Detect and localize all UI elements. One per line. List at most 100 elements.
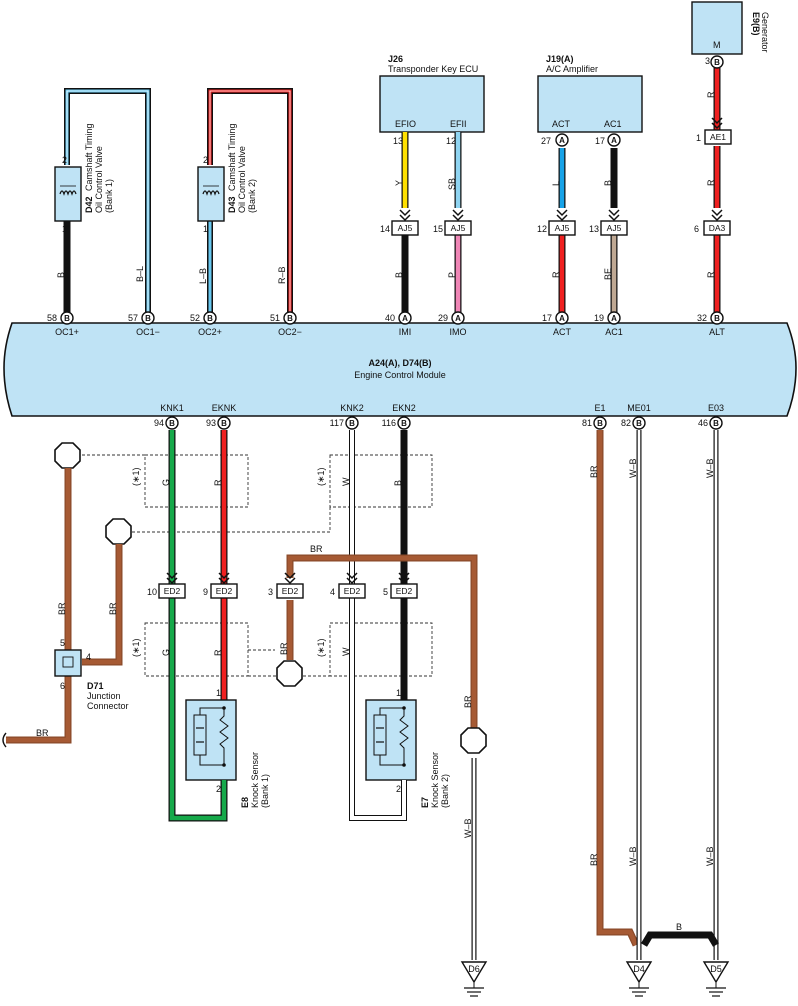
svg-text:B: B bbox=[287, 314, 293, 323]
d42-pin-1: 1 bbox=[62, 224, 67, 234]
svg-text:2: 2 bbox=[216, 784, 221, 794]
wire-label-sb: SB bbox=[447, 178, 457, 190]
wire-label-w2: W bbox=[341, 647, 351, 656]
svg-text:14: 14 bbox=[380, 224, 390, 234]
d42-pin-2: 2 bbox=[62, 155, 67, 165]
svg-text:OC1+: OC1+ bbox=[55, 327, 79, 337]
wire-label-br-e7: BR bbox=[463, 695, 473, 708]
svg-text:E9(B): E9(B) bbox=[751, 12, 761, 36]
svg-text:19: 19 bbox=[594, 313, 604, 323]
svg-text:Knock Sensor: Knock Sensor bbox=[250, 752, 260, 808]
svg-text:AJ5: AJ5 bbox=[607, 223, 622, 233]
wire-label-gen-3: R bbox=[706, 271, 716, 278]
svg-text:Connector: Connector bbox=[87, 701, 129, 711]
svg-text:27: 27 bbox=[541, 136, 551, 146]
svg-text:AJ5: AJ5 bbox=[451, 223, 466, 233]
wire-label-b2: B bbox=[603, 180, 613, 186]
svg-text:ACT: ACT bbox=[553, 327, 572, 337]
svg-text:ED2: ED2 bbox=[344, 586, 361, 596]
shield-note-3: (∗1) bbox=[131, 638, 141, 657]
svg-text:Junction: Junction bbox=[87, 691, 121, 701]
svg-text:AC1: AC1 bbox=[604, 119, 622, 129]
e7-label: E7 Knock Sensor (Bank 2) bbox=[420, 752, 450, 808]
svg-text:KNK1: KNK1 bbox=[160, 403, 184, 413]
wire-label-me01-wb2: W–B bbox=[628, 846, 638, 866]
svg-text:(Bank 2): (Bank 2) bbox=[440, 774, 450, 808]
svg-text:E03: E03 bbox=[708, 403, 724, 413]
wire-label-gen-1: R bbox=[706, 91, 716, 98]
j19-ac-amplifier: J19(A) A/C Amplifier ACT AC1 27 17 bbox=[537, 54, 643, 146]
svg-text:82: 82 bbox=[621, 418, 631, 428]
svg-text:(Bank 2): (Bank 2) bbox=[247, 179, 257, 213]
wire-label-p: P bbox=[447, 272, 457, 278]
svg-text:D6: D6 bbox=[468, 964, 480, 974]
j26-wires bbox=[401, 132, 462, 314]
ground-wires bbox=[596, 430, 720, 960]
svg-text:ED2: ED2 bbox=[216, 586, 233, 596]
d43-pin-1: 1 bbox=[203, 224, 208, 234]
svg-text:J19(A): J19(A) bbox=[546, 54, 574, 64]
wire-label-left-br2: BR bbox=[108, 602, 118, 615]
svg-text:81: 81 bbox=[582, 418, 592, 428]
svg-text:1: 1 bbox=[216, 688, 221, 698]
svg-text:EKN2: EKN2 bbox=[392, 403, 416, 413]
svg-text:117: 117 bbox=[330, 418, 344, 428]
svg-text:B: B bbox=[713, 419, 719, 428]
d43-label: D43 Camshaft Timing Oil Control Valve (B… bbox=[227, 123, 257, 213]
svg-text:B: B bbox=[207, 314, 213, 323]
svg-text:OC2+: OC2+ bbox=[198, 327, 222, 337]
svg-text:6: 6 bbox=[60, 681, 65, 691]
d43-valve: 2 1 bbox=[197, 155, 225, 234]
wire-label-b: B bbox=[394, 272, 404, 278]
svg-text:B: B bbox=[64, 314, 70, 323]
wire-label-r2: R bbox=[213, 649, 223, 656]
e8-knock-sensor: 1 2 bbox=[185, 688, 237, 794]
wire-label-br-top: BR bbox=[310, 544, 323, 554]
wire-label-d42-b: B bbox=[56, 272, 66, 278]
wire-label-e03-wb2: W–B bbox=[705, 846, 715, 866]
svg-text:D43: D43 bbox=[227, 196, 237, 213]
e9-generator: M 3 E9(B) Generator bbox=[691, 1, 770, 66]
svg-text:5: 5 bbox=[383, 587, 388, 597]
svg-text:57: 57 bbox=[128, 313, 138, 323]
left-br-wires bbox=[2, 468, 123, 748]
svg-text:AJ5: AJ5 bbox=[555, 223, 570, 233]
svg-text:ACT: ACT bbox=[552, 119, 571, 129]
e8-label: E8 Knock Sensor (Bank 1) bbox=[240, 752, 270, 808]
d42-wires bbox=[63, 88, 151, 314]
svg-text:A: A bbox=[559, 314, 565, 323]
svg-text:32: 32 bbox=[697, 313, 707, 323]
svg-text:93: 93 bbox=[206, 418, 216, 428]
svg-text:12: 12 bbox=[446, 136, 456, 146]
svg-text:EFIO: EFIO bbox=[395, 119, 416, 129]
svg-text:IMI: IMI bbox=[399, 327, 412, 337]
svg-text:KNK2: KNK2 bbox=[340, 403, 364, 413]
svg-text:ED2: ED2 bbox=[164, 586, 181, 596]
svg-text:2: 2 bbox=[396, 784, 401, 794]
svg-text:Camshaft Timing: Camshaft Timing bbox=[84, 123, 94, 191]
svg-text:(Bank 1): (Bank 1) bbox=[104, 179, 114, 213]
svg-text:IMO: IMO bbox=[450, 327, 467, 337]
wire-label-gen-2: R bbox=[706, 179, 716, 186]
wire-label-wb-d6: W–B bbox=[463, 818, 473, 838]
svg-text:J26: J26 bbox=[388, 54, 403, 64]
svg-text:13: 13 bbox=[589, 224, 599, 234]
j19-pin-circles: A A bbox=[555, 133, 621, 147]
svg-text:Oil Control Valve: Oil Control Valve bbox=[94, 146, 104, 213]
svg-text:94: 94 bbox=[154, 418, 164, 428]
wire-label-e1-br: BR bbox=[589, 465, 599, 478]
svg-text:12: 12 bbox=[537, 224, 547, 234]
connector-row-ed2: ED2 10 ED2 9 ED2 3 ED2 4 ED2 5 bbox=[147, 572, 418, 599]
svg-text:B: B bbox=[145, 314, 151, 323]
connector-ae1: AE1 1 bbox=[696, 117, 732, 145]
